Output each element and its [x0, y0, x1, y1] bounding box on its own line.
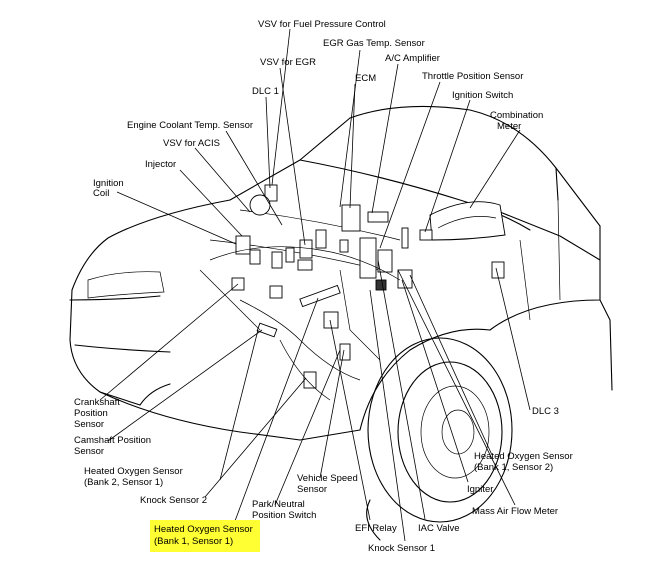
- label-ignition-switch: Ignition Switch: [452, 90, 513, 101]
- label-injector: Injector: [145, 159, 176, 170]
- highlight-box: [150, 520, 260, 552]
- label-combination-meter-2: Meter: [497, 121, 521, 132]
- label-throttle-position: Throttle Position Sensor: [422, 71, 523, 82]
- label-knock-sensor-2: Knock Sensor 2: [140, 495, 207, 506]
- label-vehicle-speed-2: Sensor: [297, 484, 327, 495]
- label-vsv-egr: VSV for EGR: [260, 57, 316, 68]
- label-camshaft: Camshaft Position: [74, 435, 151, 446]
- label-engine-coolant-temp: Engine Coolant Temp. Sensor: [127, 120, 253, 131]
- label-ac-amplifier: A/C Amplifier: [385, 53, 440, 64]
- engine-components: [199, 184, 505, 401]
- label-ho2-b2s1: Heated Oxygen Sensor: [84, 466, 183, 477]
- label-ecm: ECM: [355, 73, 376, 84]
- label-camshaft-2: Sensor: [74, 446, 104, 457]
- car-body-outline: [69, 105, 613, 441]
- label-iac-valve: IAC Valve: [418, 523, 460, 534]
- label-egr-gas-temp: EGR Gas Temp. Sensor: [323, 38, 425, 49]
- label-vsv-acis: VSV for ACIS: [163, 138, 220, 149]
- label-vehicle-speed: Vehicle Speed: [297, 473, 358, 484]
- combination-meter-graphic: [429, 201, 506, 241]
- labels: VSV for Fuel Pressure Control EGR Gas Te…: [74, 19, 573, 554]
- label-vsv-fuel-pressure: VSV for Fuel Pressure Control: [258, 19, 386, 30]
- label-crankshaft-3: Sensor: [74, 419, 104, 430]
- label-combination-meter: Combination: [490, 110, 543, 121]
- label-ignition-coil: Ignition: [93, 178, 124, 189]
- label-park-neutral-2: Position Switch: [252, 510, 316, 521]
- label-crankshaft: Crankshaft: [74, 397, 120, 408]
- label-ho2-b1s1-2: (Bank 1, Sensor 1): [154, 536, 233, 547]
- label-ho2-b1s2-2: (Bank 1, Sensor 2): [474, 462, 553, 473]
- label-mass-air-flow: Mass Air Flow Meter: [472, 506, 558, 517]
- label-ignition-coil-2: Coil: [93, 188, 109, 199]
- label-ho2-b1s1: Heated Oxygen Sensor: [154, 524, 253, 535]
- label-crankshaft-2: Position: [74, 408, 108, 419]
- label-dlc3: DLC 3: [532, 406, 559, 417]
- label-knock-sensor-1: Knock Sensor 1: [368, 543, 435, 554]
- label-igniter: Igniter: [467, 484, 493, 495]
- label-park-neutral: Park/Neutral: [252, 499, 305, 510]
- label-ho2-b2s1-2: (Bank 2, Sensor 1): [84, 477, 163, 488]
- label-ho2-b1s2: Heated Oxygen Sensor: [474, 451, 573, 462]
- label-efi-relay: EFI Relay: [355, 523, 397, 534]
- leader-lines: [99, 28, 531, 542]
- label-dlc1: DLC 1: [252, 86, 279, 97]
